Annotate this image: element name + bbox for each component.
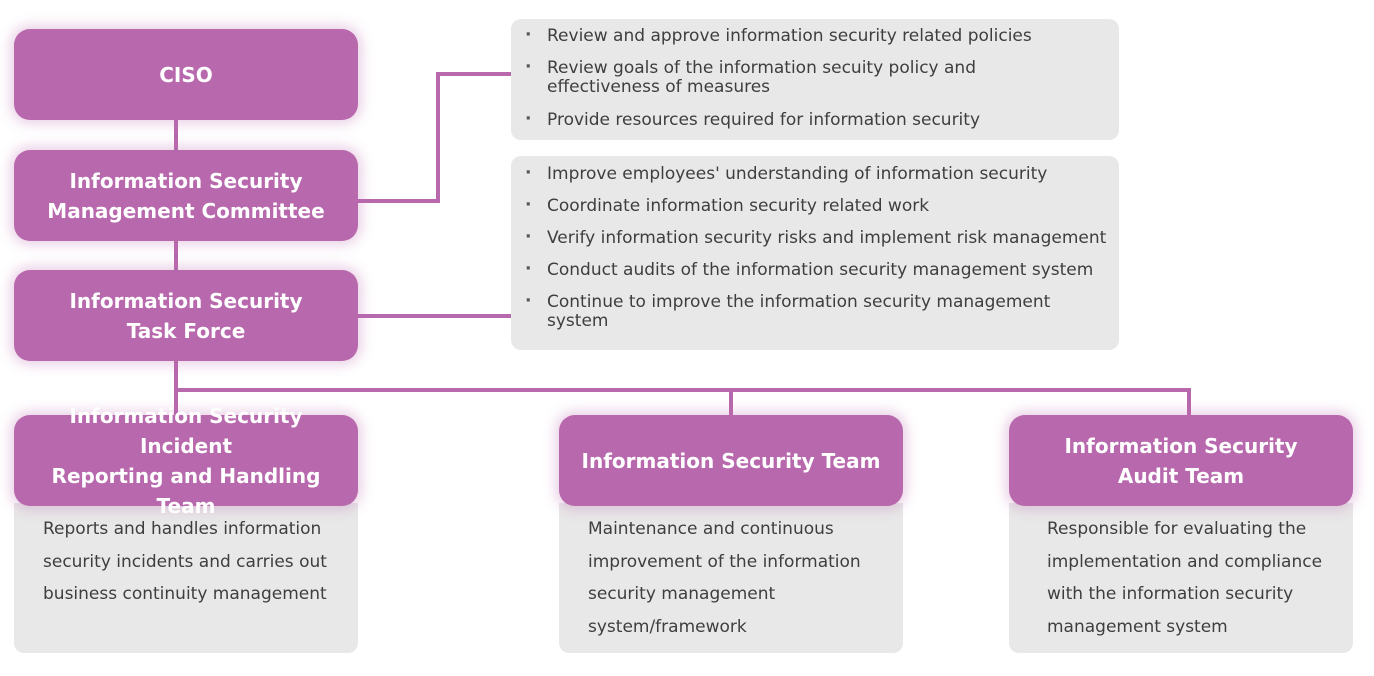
- node-incident-team-line-1: Information Security Incident: [69, 403, 303, 458]
- security-team-description: Maintenance and continuous improvement o…: [559, 503, 903, 653]
- connector-committee-duties-h2: [436, 72, 512, 76]
- node-ciso: CISO: [14, 29, 358, 120]
- node-committee-line-2: Management Committee: [47, 198, 325, 223]
- node-incident-team: Information Security Incident Reporting …: [14, 404, 358, 518]
- audit-team-desc-line: with the information security: [1047, 584, 1294, 604]
- audit-team-desc-line: Responsible for evaluating the: [1047, 519, 1307, 539]
- committee-duty-item: Review goals of the information secuity …: [511, 58, 1119, 97]
- node-task-force: Information Security Task Force: [14, 270, 358, 361]
- node-committee-line-1: Information Security: [69, 168, 303, 193]
- node-task-force-line-2: Task Force: [126, 318, 246, 343]
- connector-security-team: [729, 388, 733, 417]
- connector-committee-duties-h1: [356, 199, 440, 203]
- node-audit-team-line-2: Audit Team: [1117, 463, 1245, 488]
- node-audit-team-line-1: Information Security: [1064, 433, 1298, 458]
- connector-teams-bus: [174, 388, 1191, 392]
- connector-committee-taskforce: [174, 239, 178, 272]
- incident-team-desc-line: Reports and handles information: [43, 519, 322, 539]
- node-task-force-line-1: Information Security: [69, 288, 303, 313]
- security-team-desc-line: security management: [588, 584, 776, 604]
- connector-audit-team: [1187, 388, 1191, 417]
- node-management-committee: Information Security Management Committe…: [14, 150, 358, 241]
- connector-ciso-committee: [174, 118, 178, 152]
- security-team-desc-line: Maintenance and continuous: [588, 519, 834, 539]
- incident-team-description: Reports and handles information security…: [14, 503, 358, 653]
- committee-duty-item: Review and approve information security …: [511, 26, 1119, 46]
- security-team-desc-line: system/framework: [588, 616, 747, 637]
- security-team-desc-line: improvement of the information: [588, 551, 861, 572]
- connector-committee-duties-v: [436, 72, 440, 203]
- node-incident-team-line-2: Reporting and Handling Team: [51, 463, 321, 518]
- task-force-duty-item: Conduct audits of the information securi…: [511, 260, 1119, 280]
- task-force-duty-item: Verify information security risks and im…: [511, 228, 1119, 248]
- committee-duty-item: Provide resources required for informati…: [511, 110, 1119, 130]
- audit-team-desc-line: management system: [1047, 616, 1228, 637]
- audit-team-description: Responsible for evaluating the implement…: [1009, 503, 1353, 653]
- task-force-duty-item: Continue to improve the information secu…: [511, 292, 1119, 331]
- incident-team-desc-line: security incidents and carries out: [43, 551, 327, 572]
- node-ciso-label: CISO: [159, 62, 213, 87]
- incident-team-desc-line: business continuity management: [43, 584, 327, 604]
- node-audit-team: Information Security Audit Team: [1009, 415, 1353, 506]
- audit-team-desc-line: implementation and compliance: [1047, 551, 1323, 572]
- committee-duties-panel: Review and approve information security …: [511, 19, 1119, 140]
- task-force-duty-item: Coordinate information security related …: [511, 196, 1119, 216]
- node-security-team: Information Security Team: [559, 415, 903, 506]
- task-force-duty-item: Improve employees' understanding of info…: [511, 164, 1119, 184]
- task-force-duties-panel: Improve employees' understanding of info…: [511, 156, 1119, 350]
- connector-taskforce-duties: [356, 314, 512, 318]
- node-security-team-label: Information Security Team: [581, 448, 881, 473]
